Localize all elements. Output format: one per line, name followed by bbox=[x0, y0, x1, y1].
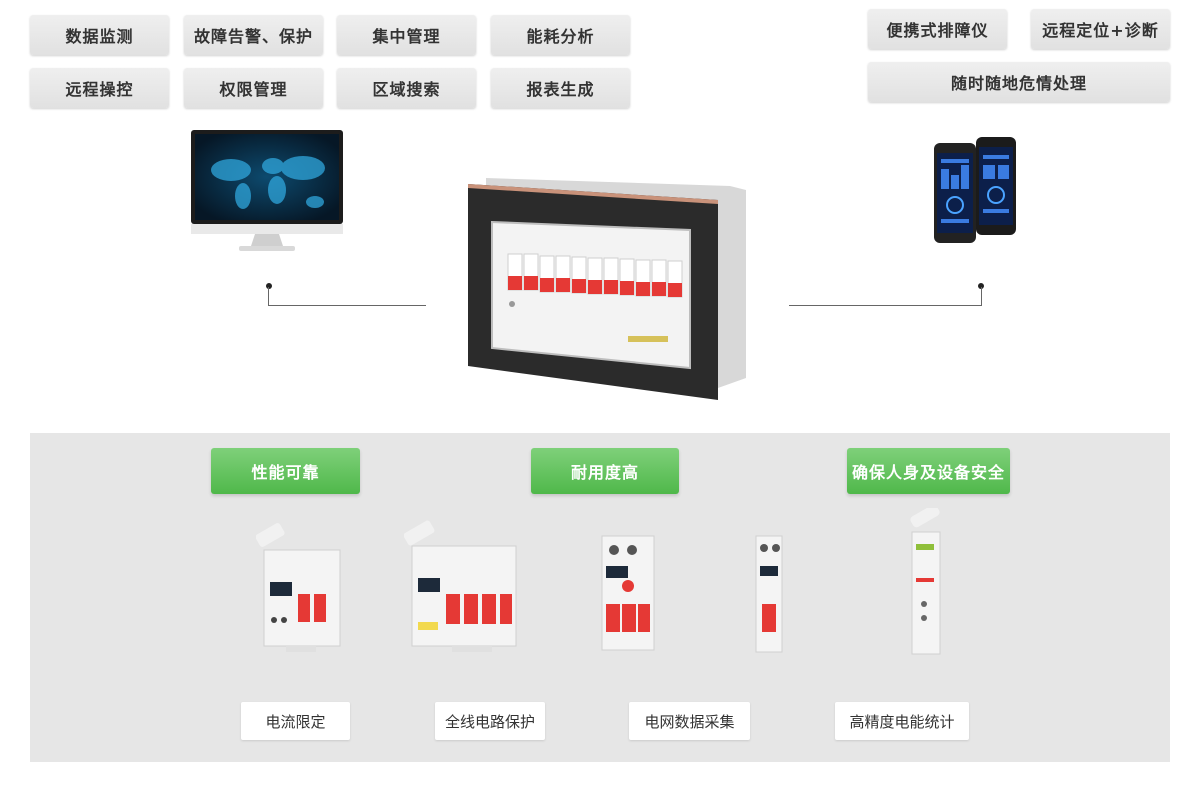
breaker-product-2 bbox=[403, 518, 520, 658]
breaker-product-5 bbox=[906, 504, 946, 658]
connector-line-left-vertical bbox=[268, 287, 269, 306]
feature-chip-data-monitoring[interactable]: 数据监测 bbox=[30, 15, 169, 55]
advantage-badge-durable: 耐用度高 bbox=[531, 448, 679, 494]
monitor-icon bbox=[191, 130, 343, 252]
feature-chip-fault-alarm[interactable]: 故障告警、保护 bbox=[184, 15, 323, 55]
feature-chip-anytime-handling[interactable]: 随时随地危情处理 bbox=[868, 62, 1170, 102]
feature-chip-remote-control[interactable]: 远程操控 bbox=[30, 68, 169, 108]
product-label-full-circuit-protection: 全线电路保护 bbox=[435, 702, 545, 740]
product-label-current-limit: 电流限定 bbox=[241, 702, 350, 740]
connector-dot-right bbox=[978, 283, 984, 289]
feature-chip-remote-locate[interactable]: 远程定位+诊断 bbox=[1031, 9, 1170, 49]
feature-chip-permission-management[interactable]: 权限管理 bbox=[184, 68, 323, 108]
connector-line-left-horizontal bbox=[268, 305, 426, 306]
advantage-badge-reliable: 性能可靠 bbox=[211, 448, 360, 494]
feature-chip-central-management[interactable]: 集中管理 bbox=[337, 15, 476, 55]
advantage-badge-safety: 确保人身及设备安全 bbox=[847, 448, 1010, 494]
product-label-grid-data-collection: 电网数据采集 bbox=[629, 702, 750, 740]
feature-chip-energy-analysis[interactable]: 能耗分析 bbox=[491, 15, 630, 55]
connector-line-right-vertical bbox=[981, 287, 982, 306]
feature-chip-report-generation[interactable]: 报表生成 bbox=[491, 68, 630, 108]
breaker-product-1 bbox=[255, 520, 346, 658]
cabinet-icon bbox=[468, 178, 748, 403]
breaker-product-3 bbox=[598, 528, 658, 658]
connector-dot-left bbox=[266, 283, 272, 289]
breaker-product-4 bbox=[752, 530, 786, 658]
connector-line-right-horizontal bbox=[789, 305, 982, 306]
product-label-energy-metering: 高精度电能统计 bbox=[835, 702, 969, 740]
feature-chip-area-search[interactable]: 区域搜索 bbox=[337, 68, 476, 108]
feature-chip-portable-diagnostics[interactable]: 便携式排障仪 bbox=[868, 9, 1007, 49]
smartphone-icon bbox=[932, 135, 1020, 245]
